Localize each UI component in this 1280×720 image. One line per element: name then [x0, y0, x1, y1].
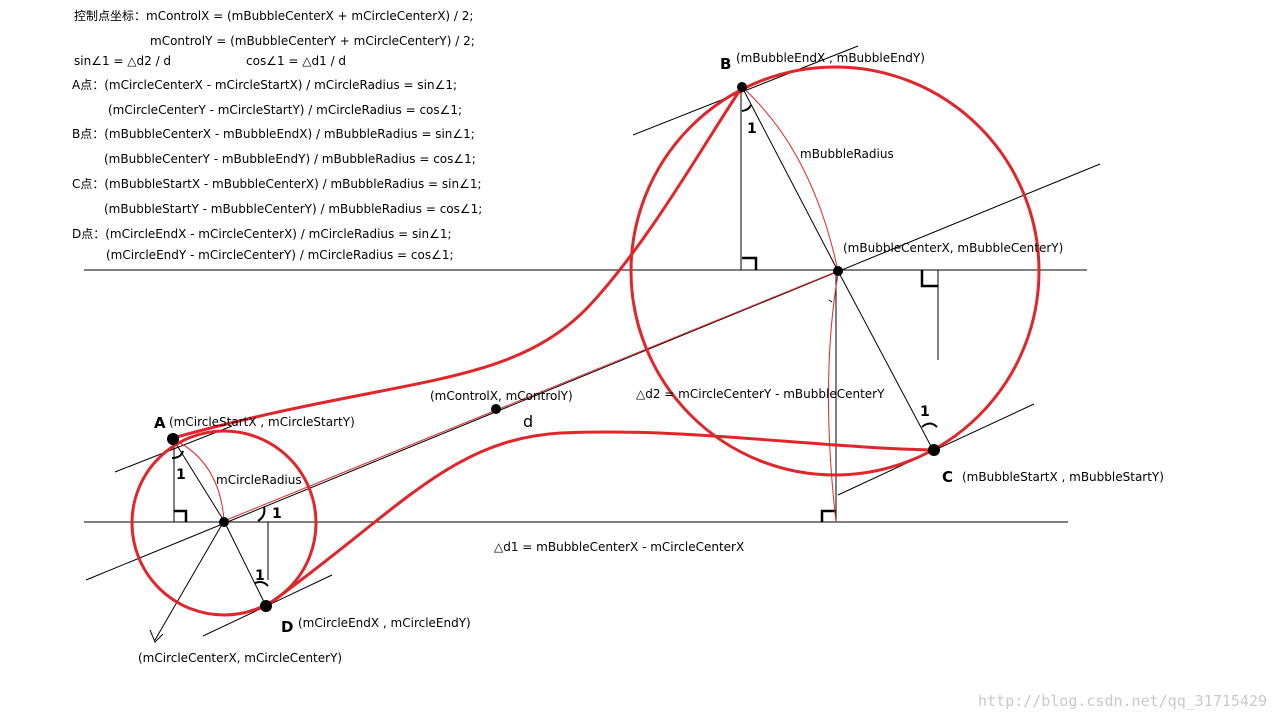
right-angle-mark-b [742, 256, 758, 270]
control-point-label: (mControlX, mControlY) [430, 389, 573, 403]
point-a-letter: A [154, 414, 166, 432]
angle-arc-b [741, 104, 752, 112]
formula-control-x: 控制点坐标：mControlX = (mBubbleCenterX + mCir… [74, 9, 473, 23]
right-angle-mark-a [174, 509, 188, 522]
angle-label-c: 1 [920, 404, 930, 420]
angle-arc-d [254, 581, 269, 587]
point-b-letter: B [720, 55, 731, 73]
bubble-center-label: (mBubbleCenterX, mBubbleCenterY) [843, 241, 1063, 255]
angle-label-a: 1 [176, 467, 186, 483]
bubble-circle [629, 65, 1041, 477]
circle-center-arrow-line [154, 520, 225, 641]
point-a-label: (mCircleStartX , mCircleStartY) [169, 415, 355, 429]
bubble-radius-line-c [837, 270, 934, 451]
red-curves [130, 65, 1041, 617]
bubble-radius-label: mBubbleRadius [800, 147, 894, 161]
formula-d2: (mCircleEndY - mCircleCenterY) / mCircle… [106, 248, 454, 262]
distance-d-label: d [523, 412, 533, 431]
formula-block: 控制点坐标：mControlX = (mBubbleCenterX + mCir… [72, 9, 482, 262]
point-labels: B (mBubbleEndX , mBubbleEndY) (mBubbleCe… [138, 51, 1164, 665]
point-a-dot [167, 433, 179, 445]
watermark-text: http://blog.csdn.net/qq_31715429 [978, 692, 1267, 710]
formula-sin: sin∠1 = △d2 / d [74, 54, 171, 68]
delta-d1-label: △d1 = mBubbleCenterX - mCircleCenterX [494, 540, 744, 554]
angle-arc-circle-center [257, 506, 266, 522]
control-point-dot [491, 404, 501, 414]
angle-arc-c [921, 422, 938, 428]
angle-label-b: 1 [747, 121, 757, 137]
circle-radius-arc [172, 438, 225, 522]
angle-label-circle-center: 1 [272, 506, 282, 522]
delta-d2-label: △d2 = mCircleCenterY - mBubbleCenterY [636, 387, 885, 401]
construction-lines [84, 45, 1101, 643]
formula-cos: cos∠1 = △d1 / d [246, 54, 346, 68]
angle-arc-a [171, 450, 184, 459]
bubble-center-dot [833, 266, 843, 276]
angle-arc-marks [171, 104, 938, 587]
circle-center-dot [219, 517, 229, 527]
point-b-dot [737, 82, 747, 92]
formula-c2: (mBubbleStartY - mBubbleCenterY) / mBubb… [104, 202, 482, 216]
point-b-label: (mBubbleEndX , mBubbleEndY) [736, 51, 925, 65]
point-c-dot [928, 444, 940, 456]
formula-a2: (mCircleCenterY - mCircleStartY) / mCirc… [108, 103, 462, 117]
formula-b2: (mBubbleCenterY - mBubbleEndY) / mBubble… [104, 152, 476, 166]
lower-bezier-curve [265, 430, 935, 608]
circle-radius-label: mCircleRadius [216, 473, 302, 487]
circle-center-label: (mCircleCenterX, mCircleCenterY) [138, 651, 342, 665]
delta-d2-arc [828, 273, 839, 523]
points [167, 82, 940, 612]
angle-label-d: 1 [255, 568, 265, 584]
point-c-label: (mBubbleStartX , mBubbleStartY) [962, 470, 1164, 484]
circle-center-arrowhead [149, 629, 164, 643]
bubble-radius-line-b [741, 86, 839, 272]
bubble-radius-arc [741, 86, 839, 272]
right-angle-marks [174, 256, 938, 522]
point-d-letter: D [281, 618, 293, 636]
formula-control-y: mControlY = (mBubbleCenterY + mCircleCen… [150, 34, 475, 48]
right-angle-mark-d2 [820, 509, 836, 522]
formula-a1: A点：(mCircleCenterX - mCircleStartX) / mC… [72, 78, 457, 92]
distance-d-line [223, 270, 839, 522]
point-c-letter: C [942, 468, 953, 486]
small-circle [130, 429, 318, 617]
formula-b1: B点：(mBubbleCenterX - mBubbleEndX) / mBub… [72, 127, 475, 141]
right-angle-mark-c [920, 270, 938, 288]
tick-mark [828, 299, 833, 303]
circle-radius-line-d [223, 520, 267, 607]
center-connecting-line [85, 163, 1101, 581]
point-d-label: (mCircleEndX , mCircleEndY) [298, 616, 471, 630]
measurement-labels: mBubbleRadius mCircleRadius d △d1 = mBub… [176, 121, 930, 584]
formula-d1: D点：(mCircleEndX - mCircleCenterX) / mCir… [72, 227, 452, 241]
upper-bezier-curve [172, 86, 744, 440]
formula-c1: C点：(mBubbleStartX - mBubbleCenterX) / mB… [72, 177, 482, 191]
point-d-dot [260, 600, 272, 612]
